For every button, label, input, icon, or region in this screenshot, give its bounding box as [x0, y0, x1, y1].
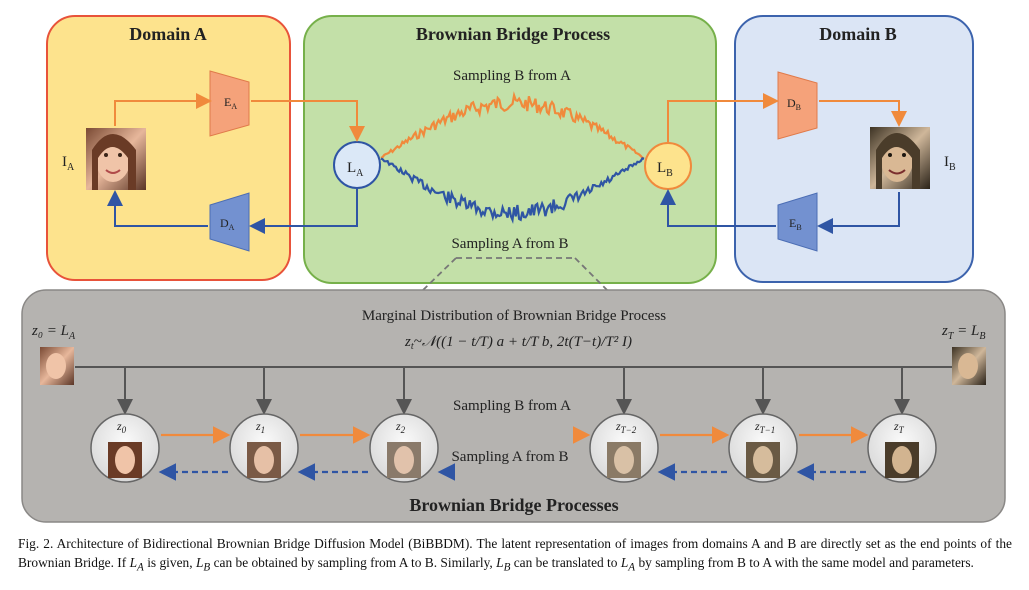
process-node-face-1: [254, 446, 274, 474]
decoder-b-block: [777, 71, 818, 140]
bridge-top-label: Sampling B from A: [453, 68, 571, 84]
figure-caption: Fig. 2. Architecture of Bidirectional Br…: [18, 536, 1012, 574]
latent-node-b: [644, 142, 692, 190]
flow-latent-to-decoder-a: [249, 189, 358, 234]
encoder-a-block: [209, 70, 250, 137]
marginal-formula: zt~𝒩((1 − t/T) a + t/T b, 2t(T−t)/T² I): [404, 334, 632, 352]
marginal-title: Marginal Distribution of Brownian Bridge…: [362, 308, 666, 324]
flow-image-a-to-encoder: [114, 93, 212, 126]
flow-encoder-b-to-latent: [660, 189, 776, 227]
flow-decoder-a-to-image: [107, 190, 208, 227]
process-node-face-0: [115, 446, 135, 474]
encoder-a-label: EA: [224, 95, 237, 111]
latent-node-a-label: LA: [347, 160, 364, 179]
process-node-face-4: [753, 446, 773, 474]
process-node-label-0: z0: [116, 419, 127, 435]
flow-encoder-a-to-latent: [251, 100, 365, 142]
z0-equation: z₀ = LA: [31, 323, 76, 342]
process-node-label-5: zT: [893, 419, 905, 435]
process-node-face-5: [892, 446, 912, 474]
domain-a-panel: [46, 15, 291, 281]
zoom-line-right: [574, 257, 611, 294]
bridge-title: Brownian Bridge Process: [416, 24, 610, 44]
face-image-b: [870, 127, 930, 189]
latent-node-b-label: LB: [657, 160, 673, 179]
zt-equation: zT = LB: [941, 323, 985, 342]
process-node-label-1: z1: [255, 419, 265, 435]
image-a-label: IA: [62, 154, 75, 173]
flow-decoder-b-to-image: [819, 100, 907, 127]
image-b-label: IB: [944, 154, 956, 173]
process-node-face-3: [614, 446, 634, 474]
processes-footer: Brownian Bridge Processes: [409, 495, 618, 515]
process-node-label-3: zT−2: [615, 419, 637, 435]
noise-path-b-to-a: [380, 156, 645, 225]
latent-node-a: [333, 141, 381, 189]
decoder-b-label: DB: [787, 96, 801, 112]
bridge-panel: [303, 15, 717, 284]
forward-sampling-label: Sampling B from A: [453, 398, 571, 414]
flow-latent-to-decoder-b: [667, 93, 779, 142]
encoder-b-label: EB: [789, 216, 802, 232]
zoom-line-left: [419, 257, 457, 294]
noise-path-a-to-b: [380, 91, 645, 160]
process-node-label-4: zT−1: [754, 419, 775, 435]
encoder-b-block: [777, 192, 818, 252]
flow-image-b-to-encoder: [817, 192, 900, 234]
backward-sampling-label: Sampling A from B: [451, 449, 568, 465]
process-node-label-2: z2: [395, 419, 406, 435]
decoder-a-block: [209, 192, 250, 252]
decoder-a-label: DA: [220, 216, 235, 232]
process-node-face-2: [394, 446, 414, 474]
thumbnail-end: [952, 347, 986, 385]
domain-a-title: Domain A: [129, 24, 207, 44]
bridge-bottom-label: Sampling A from B: [451, 236, 568, 252]
domain-b-title: Domain B: [819, 24, 897, 44]
domain-b-panel: [734, 15, 974, 283]
thumbnail-start: [40, 347, 74, 385]
face-image-a: [86, 128, 146, 190]
